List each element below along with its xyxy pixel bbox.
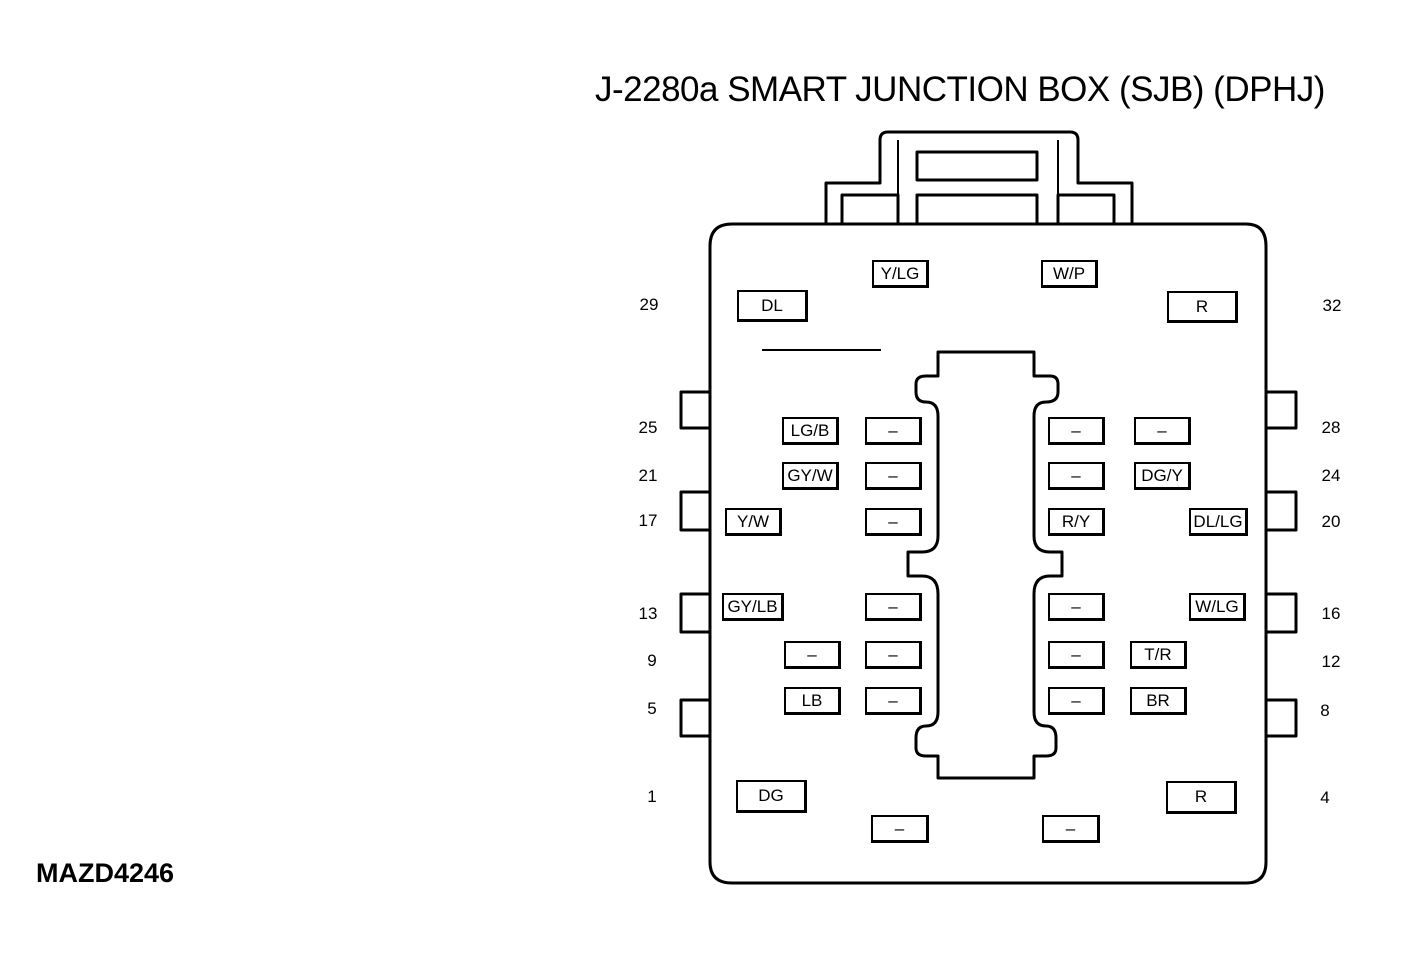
diagram-code: MAZD4246	[36, 858, 175, 888]
pin-number-20: 20	[1321, 512, 1341, 531]
terminal-row25-left-inner: –	[865, 417, 922, 445]
pin-number-4: 4	[1320, 788, 1330, 807]
terminal-row21-left-inner: –	[865, 462, 922, 490]
terminal-row5-right-outer: BR	[1130, 687, 1187, 715]
pin-number-13: 13	[638, 604, 658, 623]
pin-number-17: 17	[638, 511, 658, 530]
pin-number-5: 5	[647, 699, 657, 718]
pin-number-28: 28	[1321, 418, 1341, 437]
terminal-row17-left-outer: Y/W	[725, 508, 782, 536]
pin-number-21: 21	[638, 466, 658, 485]
pin-number-8: 8	[1320, 701, 1330, 720]
pin-number-12: 12	[1321, 652, 1341, 671]
terminal-row13-left-outer: GY/LB	[722, 593, 784, 621]
terminal-row17-left-inner: –	[865, 508, 922, 536]
pin-number-32: 32	[1322, 296, 1342, 315]
terminal-row9-left-outer: –	[784, 641, 841, 669]
terminal-row21-right-outer: DG/Y	[1134, 462, 1191, 490]
terminal-row13-right-outer: W/LG	[1189, 593, 1246, 621]
terminal-row25-right-inner: –	[1048, 417, 1105, 445]
terminal-row9-left-inner: –	[865, 641, 922, 669]
pin-number-16: 16	[1321, 604, 1341, 623]
terminal-row17-right-outer: DL/LG	[1189, 508, 1248, 536]
terminal-pin-4: R	[1166, 781, 1237, 814]
terminal-pin-29: DL	[737, 290, 808, 322]
diagram-title: J-2280a SMART JUNCTION BOX (SJB) (DPHJ)	[595, 70, 1325, 109]
pin-number-25: 25	[638, 418, 658, 437]
terminal-row17-right-inner: R/Y	[1048, 508, 1105, 536]
terminal-pin-32: R	[1167, 291, 1238, 323]
pin-number-29: 29	[639, 295, 659, 314]
terminal-row9-right-outer: T/R	[1130, 641, 1187, 669]
terminal-row13-left-inner: –	[865, 593, 922, 621]
terminal-row5-right-inner: –	[1048, 687, 1105, 715]
terminal-row13-right-inner: –	[1048, 593, 1105, 621]
terminal-top-right: W/P	[1041, 260, 1098, 288]
terminal-row5-left-outer: LB	[784, 687, 841, 715]
terminal-pin-1: DG	[736, 780, 807, 813]
terminal-row21-left-outer: GY/W	[782, 462, 839, 490]
terminal-bottom-right: –	[1042, 815, 1100, 843]
terminal-row21-right-inner: –	[1048, 462, 1105, 490]
pin-number-9: 9	[647, 651, 657, 670]
pin-number-24: 24	[1321, 466, 1341, 485]
terminal-bottom-left: –	[871, 815, 929, 843]
terminal-top-left: Y/LG	[872, 260, 929, 288]
terminal-row25-left-outer: LG/B	[782, 417, 839, 445]
terminal-row25-right-outer: –	[1134, 417, 1191, 445]
pin-number-1: 1	[647, 787, 657, 806]
terminal-row9-right-inner: –	[1048, 641, 1105, 669]
terminal-row5-left-inner: –	[865, 687, 922, 715]
